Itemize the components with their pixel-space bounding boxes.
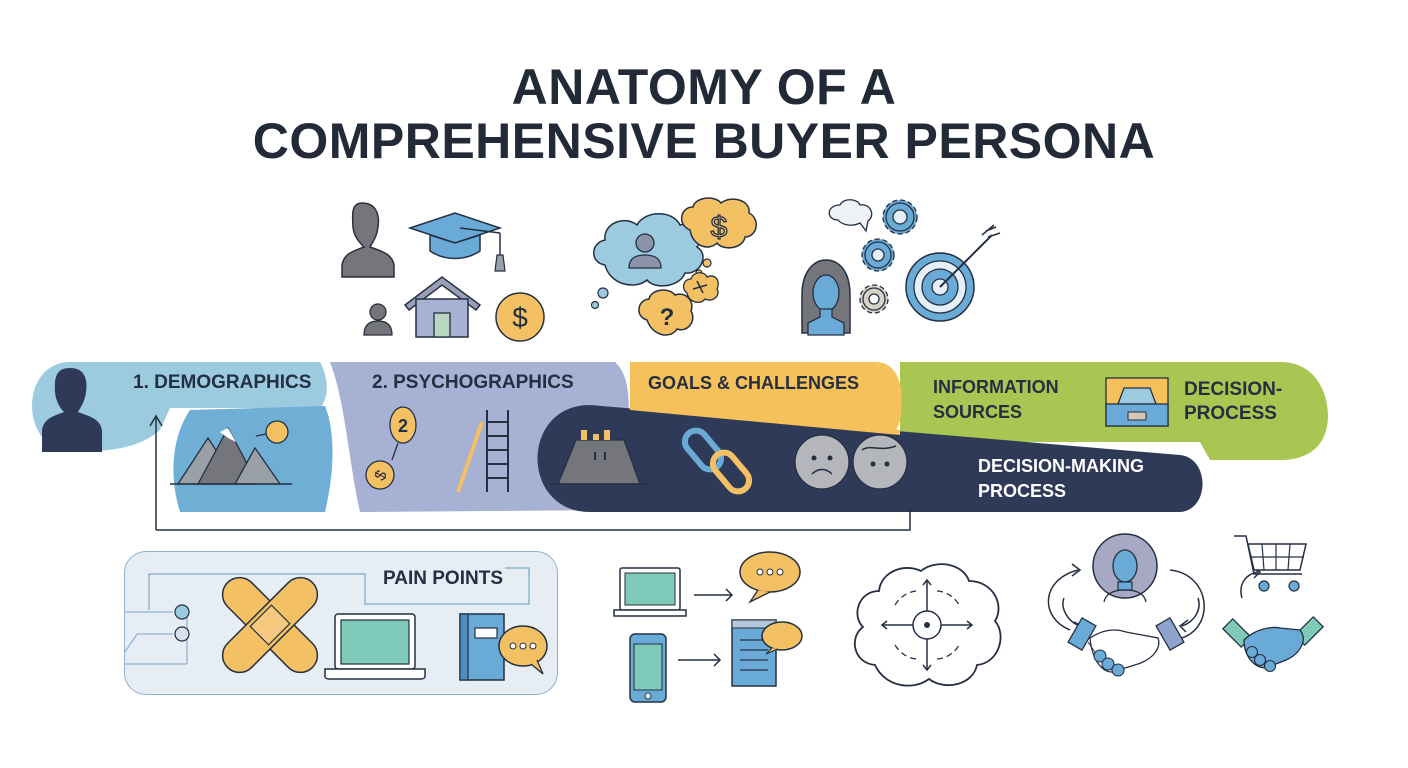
woman-avatar-icon	[1092, 533, 1158, 603]
inbox-tray-icon	[1105, 377, 1169, 427]
person-silhouette-icon	[42, 368, 102, 452]
psychographics-icon-cluster: $ ?	[585, 195, 775, 345]
connector-nodes-icon	[125, 604, 190, 665]
goals-icon-cluster	[800, 195, 1010, 340]
decision-process-label-line2: PROCESS	[1184, 403, 1277, 424]
gear-icon	[882, 199, 918, 235]
pain-points-panel: PAIN POINTS	[124, 551, 558, 695]
book-icon	[459, 613, 505, 681]
decision-making-label-line1: DECISION-MAKING	[978, 456, 1144, 476]
demographics-panel	[32, 362, 327, 452]
person-silhouette-icon	[341, 202, 395, 278]
handshake-icon	[1221, 615, 1325, 673]
decision-making-label-line2: PROCESS	[978, 481, 1067, 501]
laptop-icon	[324, 613, 426, 680]
page-title-line1: ANATOMY OF A	[511, 59, 897, 115]
psychographics-label: 2. PSYCHOGRAPHICS	[372, 372, 574, 393]
shopping-cart-icon	[1234, 535, 1307, 592]
pain-points-label: PAIN POINTS	[383, 568, 503, 589]
road-plateau-icon	[550, 430, 648, 485]
svg-text:?: ?	[660, 304, 675, 331]
thought-cloud-dollar-icon: $	[681, 197, 757, 277]
demographics-icon-cluster: $	[330, 195, 550, 345]
number-2-bubble-icon: 2	[389, 406, 417, 461]
worried-face-icon	[852, 434, 908, 490]
thought-cloud-scribble-icon	[682, 272, 719, 304]
cycle-arrows-icon	[1047, 563, 1205, 639]
decision-cycle-icon-cluster	[1030, 530, 1330, 690]
handshake-icon	[1067, 616, 1185, 677]
arrow-right-icon	[678, 653, 722, 667]
mountains-icon	[170, 426, 292, 485]
svg-text:$: $	[711, 211, 728, 244]
crossed-bandages-icon	[221, 576, 319, 674]
two-glyph: 2	[398, 416, 408, 436]
information-sources-label-line2: SOURCES	[933, 402, 1023, 422]
target-arrow-icon	[905, 224, 1001, 322]
speech-bubble-icon	[828, 199, 873, 233]
gear-icon	[859, 284, 889, 314]
goals-challenges-label: GOALS & CHALLENGES	[648, 373, 860, 393]
persona-band: 2 $	[30, 360, 1330, 540]
thought-cloud-question-icon: ?	[638, 289, 694, 336]
decision-process-label-line1: DECISION-	[1184, 379, 1283, 400]
graduation-cap-icon	[407, 212, 506, 272]
woman-avatar-icon	[801, 259, 851, 336]
broken-chain-icon	[681, 427, 753, 495]
dollar-bubble-icon: $	[365, 460, 395, 490]
gear-icon	[861, 238, 895, 272]
smartphone-icon	[629, 633, 667, 703]
chat-bubble-icon	[739, 551, 801, 604]
chat-bubble-icon	[498, 625, 548, 675]
small-person-icon	[363, 303, 393, 336]
arrow-right-icon	[1240, 567, 1262, 599]
arrow-right-icon	[694, 588, 734, 602]
demographics-label: 1. DEMOGRAPHICS	[133, 372, 312, 393]
sad-face-icon	[794, 434, 850, 490]
ladder-icon	[456, 410, 509, 493]
dollar-coin-icon: $	[495, 292, 545, 342]
document-chat-icon	[731, 619, 803, 687]
laptop-icon	[613, 567, 687, 617]
svg-text:$: $	[512, 302, 528, 333]
information-sources-icon-cluster	[610, 550, 810, 710]
information-sources-label-line1: INFORMATION	[933, 377, 1059, 397]
house-icon	[403, 276, 482, 338]
page-title-line2: COMPREHENSIVE BUYER PERSONA	[252, 113, 1156, 169]
brain-cloud-icon	[845, 555, 1010, 695]
sun-bubble-icon	[255, 420, 289, 444]
